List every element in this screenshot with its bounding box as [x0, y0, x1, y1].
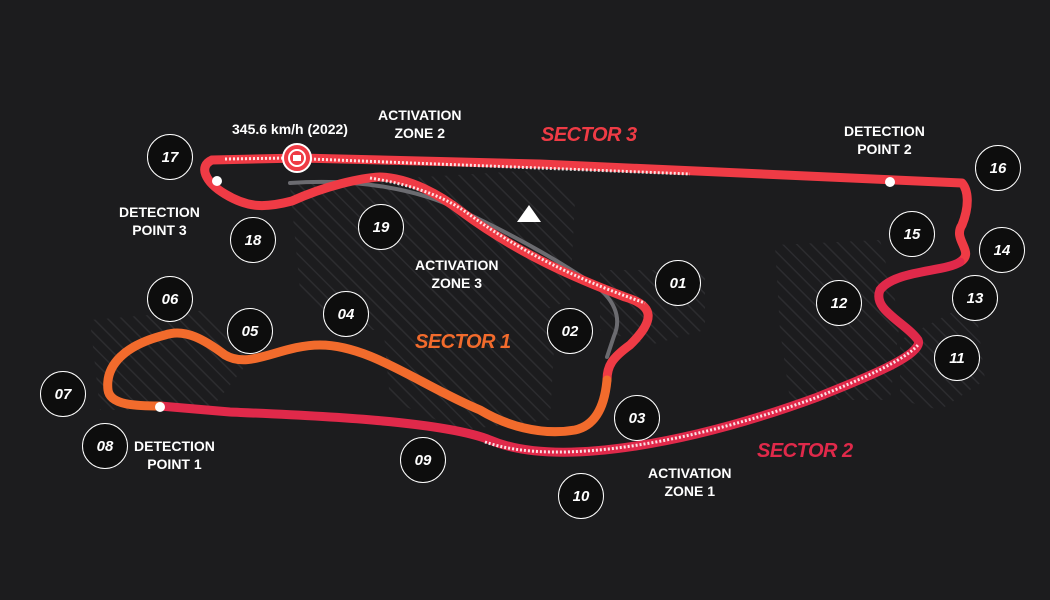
sector-3-track	[207, 153, 972, 267]
sector-2-track	[155, 257, 965, 457]
turn-17-marker: 17	[147, 134, 193, 180]
turn-06-marker: 06	[147, 276, 193, 322]
sector-3-label: SECTOR 3	[541, 124, 637, 146]
turn-05-marker: 05	[227, 308, 273, 354]
pit-lane	[288, 179, 620, 359]
turn-13-marker: 13	[952, 275, 998, 321]
speed-trap-label: 345.6 km/h (2022)	[232, 121, 348, 137]
turn-09-marker: 09	[400, 437, 446, 483]
turn-03-marker: 03	[614, 395, 660, 441]
detection-point-2-marker	[885, 177, 895, 187]
turn-16-marker: 16	[975, 145, 1021, 191]
detection-point-3-marker	[212, 176, 222, 186]
sector-1-track	[103, 328, 612, 437]
turn-07-marker: 07	[40, 371, 86, 417]
turn-10-marker: 10	[558, 473, 604, 519]
turn-18-marker: 18	[230, 217, 276, 263]
turn-12-marker: 12	[816, 280, 862, 326]
speed-camera-icon	[282, 143, 312, 173]
turn-11-marker: 11	[934, 335, 980, 381]
sector-2-label: SECTOR 2	[757, 440, 853, 462]
turn-04-marker: 04	[323, 291, 369, 337]
sector-1-label: SECTOR 1	[415, 331, 511, 353]
turn-02-marker: 02	[547, 308, 593, 354]
turn-14-marker: 14	[979, 227, 1025, 273]
start-triangle-icon	[517, 205, 541, 222]
turn-01-marker: 01	[655, 260, 701, 306]
detection-point-1-marker	[155, 402, 165, 412]
turn-15-marker: 15	[889, 211, 935, 257]
turn-08-marker: 08	[82, 423, 128, 469]
drs-overlays	[224, 156, 920, 454]
turn-19-marker: 19	[358, 204, 404, 250]
